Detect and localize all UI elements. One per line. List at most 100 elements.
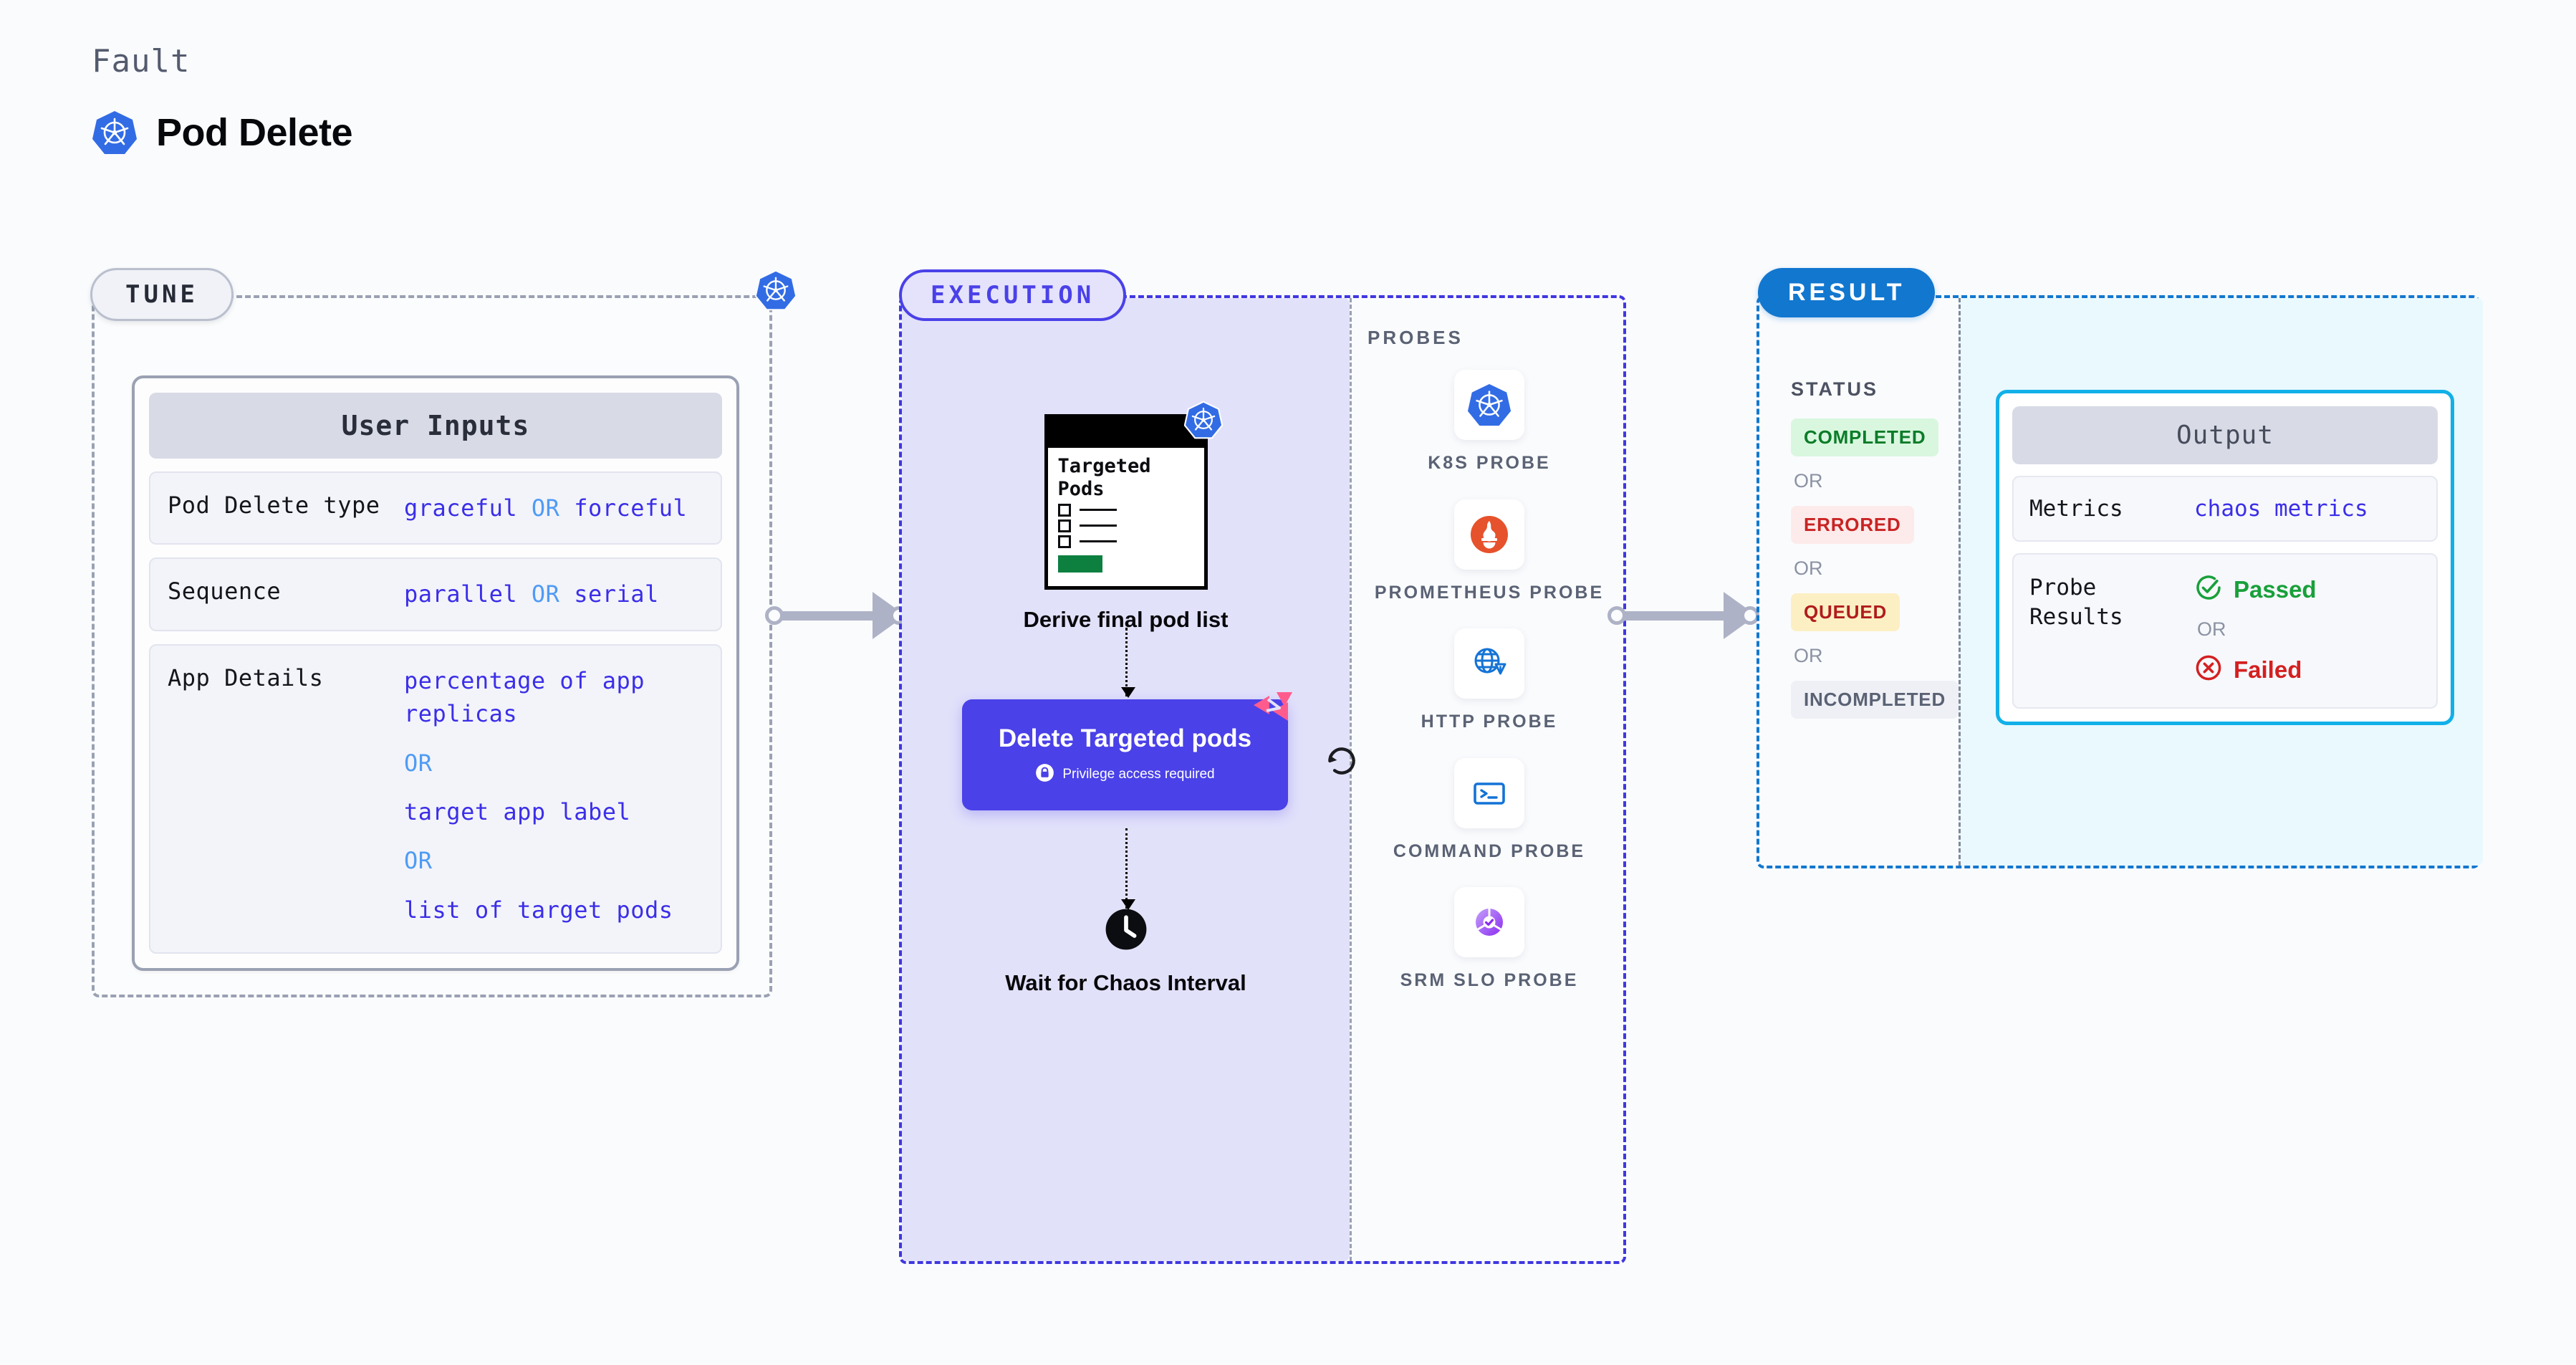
node-derive-final-pod-list: Targeted Pods [902,401,1350,633]
output-key: Metrics [2029,496,2123,522]
status-badge-errored: ERRORED [1791,506,1914,544]
result-section: RESULT STATUS COMPLETED OR ERRORED OR QU… [1756,268,2483,868]
connector-tune-to-execution [765,592,908,639]
probe-item-k8s[interactable]: K8S PROBE [1428,370,1550,475]
srm-slo-donut-check-icon [1454,887,1524,957]
output-value: chaos metrics [2194,496,2368,522]
or-separator: OR [2197,618,2226,641]
node-wait-for-chaos-interval: Wait for Chaos Interval [902,907,1350,996]
terminal-icon [1453,757,1524,828]
http-globe-warning-icon [1453,628,1524,699]
kubernetes-icon [1183,401,1223,443]
output-row-metrics: Metrics chaos metrics [2012,476,2438,542]
pod-list-item [1048,517,1204,532]
input-value: forceful [574,494,688,522]
page-title: Pod Delete [156,111,353,154]
probe-result-failed: Failed [2194,653,2317,686]
kubernetes-icon [754,269,797,315]
probe-label: PROMETHEUS PROBE [1374,582,1605,603]
kubernetes-icon [92,110,138,155]
or-separator: OR [531,494,560,522]
output-card: Output Metrics chaos metrics Probe Resul… [1996,390,2454,726]
connector-execution-to-result [1607,592,1759,639]
x-circle-icon [2194,653,2223,686]
execution-badge: EXECUTION [899,269,1127,321]
result-badge: RESULT [1758,268,1936,317]
probe-item-http[interactable]: HTTP PROBE [1421,628,1558,734]
probe-label: K8S PROBE [1428,453,1551,473]
probe-item-command[interactable]: COMMAND PROBE [1393,757,1586,863]
input-value: parallel [404,580,518,608]
fault-title-row: Pod Delete [92,110,353,155]
or-separator: OR [1794,470,1823,492]
result-divider [1959,298,1961,866]
checkbox-icon [1057,535,1071,548]
probe-result-passed: Passed [2194,573,2317,605]
or-separator: OR [531,580,560,608]
status-badge-incompleted: INCOMPLETED [1791,681,1959,719]
status-badge-completed: COMPLETED [1791,418,1939,456]
probe-result-values: Passed OR Failed [2194,573,2317,686]
checkbox-icon [1057,503,1071,517]
status-label: STATUS [1791,378,1878,400]
probe-passed-label: Passed [2234,575,2317,603]
input-key: Sequence [168,578,282,605]
prometheus-icon [1453,499,1524,570]
probe-item-prometheus[interactable]: PROMETHEUS PROBE [1375,499,1604,605]
probes-list: K8S PROBE PROMETHEUS PROBE [1350,370,1629,992]
probes-label: PROBES [1368,327,1464,348]
probe-label: COMMAND PROBE [1393,840,1586,861]
kubernetes-icon [1453,370,1524,440]
input-value: serial [574,580,659,608]
litmuschaos-icon [1251,689,1298,736]
output-title: Output [2012,406,2438,464]
input-key: App Details [168,664,324,691]
input-row-sequence: Sequence parallel OR serial [149,557,722,631]
pod-list-item [1048,501,1204,517]
or-separator: OR [404,749,433,777]
progress-bar [1057,555,1102,573]
list-line [1079,525,1117,527]
input-key: Pod Delete type [168,492,380,519]
refresh-loop-icon[interactable] [1323,742,1360,783]
or-separator: OR [1794,557,1823,579]
fault-eyebrow-label: Fault [92,43,191,80]
input-value: graceful [404,494,518,522]
status-list: COMPLETED OR ERRORED OR QUEUED OR INCOMP… [1791,418,1959,719]
user-inputs-title: User Inputs [149,393,722,459]
flow-arrow [1121,828,1135,910]
privilege-note: Privilege access required [1035,763,1215,786]
tune-badge: TUNE [90,268,234,321]
output-row-probe-results: Probe Results Passed OR [2012,553,2438,709]
node-label: Wait for Chaos Interval [1005,970,1246,995]
user-inputs-card: User Inputs Pod Delete type graceful OR … [132,375,739,972]
flow-arrow [1121,628,1135,698]
probe-label: HTTP PROBE [1421,712,1558,732]
tune-section: TUNE User Inputs Pod Delete type gracefu… [90,268,797,997]
targeted-pods-title: Targeted Pods [1057,455,1151,500]
privilege-note-text: Privilege access required [1062,767,1215,782]
status-badge-queued: QUEUED [1791,593,1900,631]
page-header: Fault Pod Delete [92,43,353,155]
pod-list-item [1048,532,1204,548]
node-title: Delete Targeted pods [998,724,1252,752]
lock-icon [1035,763,1054,786]
input-values: parallel OR serial [404,578,659,610]
probe-failed-label: Failed [2234,656,2302,683]
execution-section: EXECUTION PROBES Targeted Pods [899,269,1629,1264]
list-line [1079,540,1117,543]
probe-label: SRM SLO PROBE [1400,970,1579,990]
probe-item-srm-slo[interactable]: SRM SLO PROBE [1400,887,1579,992]
card-titlebar [1047,418,1204,448]
node-delete-targeted-pods[interactable]: Delete Targeted pods Privilege access re… [962,692,1292,810]
clock-icon [1104,907,1148,955]
input-row-pod-delete-type: Pod Delete type graceful OR forceful [149,471,722,545]
probes-divider [1350,298,1352,1261]
input-values: graceful OR forceful [404,492,687,525]
input-value: percentage of app replicas [404,666,645,728]
input-value: list of target pods [404,896,673,924]
or-separator: OR [1794,645,1823,666]
checkbox-icon [1057,519,1071,532]
list-line [1079,509,1117,512]
output-key: Probe Results [2029,575,2123,630]
